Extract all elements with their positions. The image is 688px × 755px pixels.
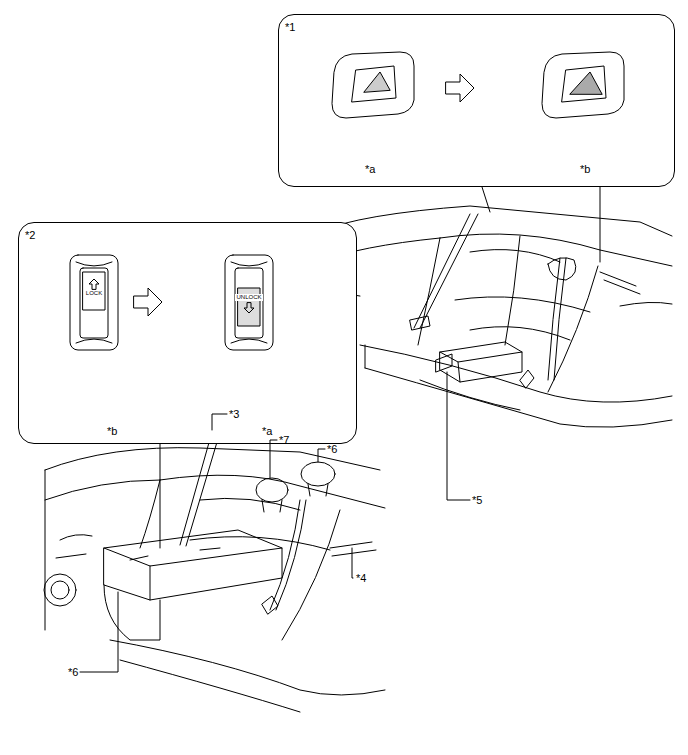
callout-box: *2 *b *a <box>18 222 357 444</box>
callout-number: *6 <box>68 666 78 678</box>
callout-number: *2 <box>25 229 35 241</box>
rear-seat-scene-upper <box>314 206 672 427</box>
view-label: *b <box>107 425 117 437</box>
callout-number: *4 <box>356 572 366 584</box>
switch-text: UNLOCK <box>235 294 262 301</box>
callout-number: *5 <box>472 494 482 506</box>
view-label: *a <box>262 425 272 437</box>
release-knob-pictures <box>332 52 624 118</box>
switch-text: LOCK <box>85 290 103 297</box>
view-label: *b <box>580 163 590 175</box>
callout-number: *3 <box>229 408 239 420</box>
leader-lines <box>80 187 600 672</box>
rear-seat-scene-lower <box>44 426 385 712</box>
callout-number: *7 <box>279 434 289 446</box>
callout-box: *1 *a *b <box>278 14 675 187</box>
lock-switch-pictures <box>70 255 273 350</box>
view-label: *a <box>365 163 375 175</box>
callout-number: *1 <box>285 21 295 33</box>
callout-number: *6 <box>327 443 337 455</box>
